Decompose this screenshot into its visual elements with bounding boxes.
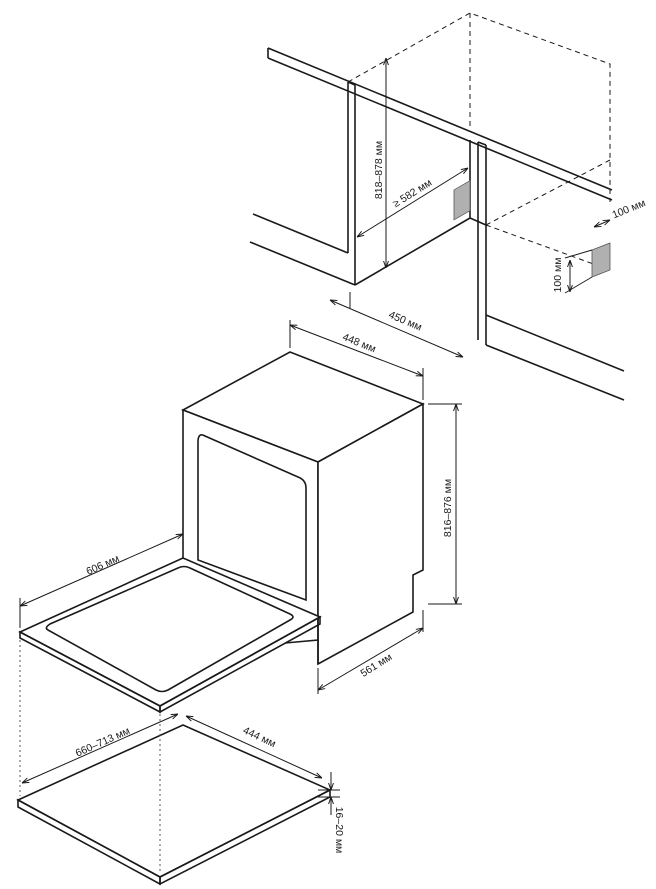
dim-vent-height: 100 мм xyxy=(552,249,593,294)
dim-niche-height-label: 818–878 мм xyxy=(373,141,385,199)
dim-appliance-height-label: 816–876 мм xyxy=(442,479,454,537)
decor-panel xyxy=(16,724,332,878)
dim-door-open-label: 606 мм xyxy=(84,553,121,578)
countertop xyxy=(267,47,613,201)
dim-panel-thickness: 16–20 мм xyxy=(318,772,345,853)
dim-panel-width-label: 444 мм xyxy=(241,724,278,750)
door-inner-panel xyxy=(45,565,294,693)
dim-panel-thickness-label: 16–20 мм xyxy=(333,807,345,854)
appliance-drawing: 448 мм 816–876 мм 561 мм 606 мм xyxy=(18,320,462,714)
connection-box xyxy=(453,180,471,221)
dim-vent-width: 100 мм xyxy=(594,197,647,227)
appliance-cavity xyxy=(197,434,307,602)
niche-drawing: 818–878 мм ≥ 582 мм 450 мм 100 мм 100 мм xyxy=(249,12,647,401)
niche-outline-dashed xyxy=(347,12,611,271)
dim-niche-width-label: 450 мм xyxy=(387,309,424,334)
dim-niche-height: 818–878 мм xyxy=(373,58,386,268)
dim-appliance-height: 816–876 мм xyxy=(428,403,462,605)
vent-area xyxy=(591,242,611,278)
dim-niche-width: 450 мм xyxy=(330,292,463,357)
dim-vent-height-label: 100 мм xyxy=(552,258,564,293)
left-cabinet xyxy=(249,81,356,286)
right-cabinet xyxy=(477,141,625,401)
dim-vent-width-label: 100 мм xyxy=(610,197,647,221)
